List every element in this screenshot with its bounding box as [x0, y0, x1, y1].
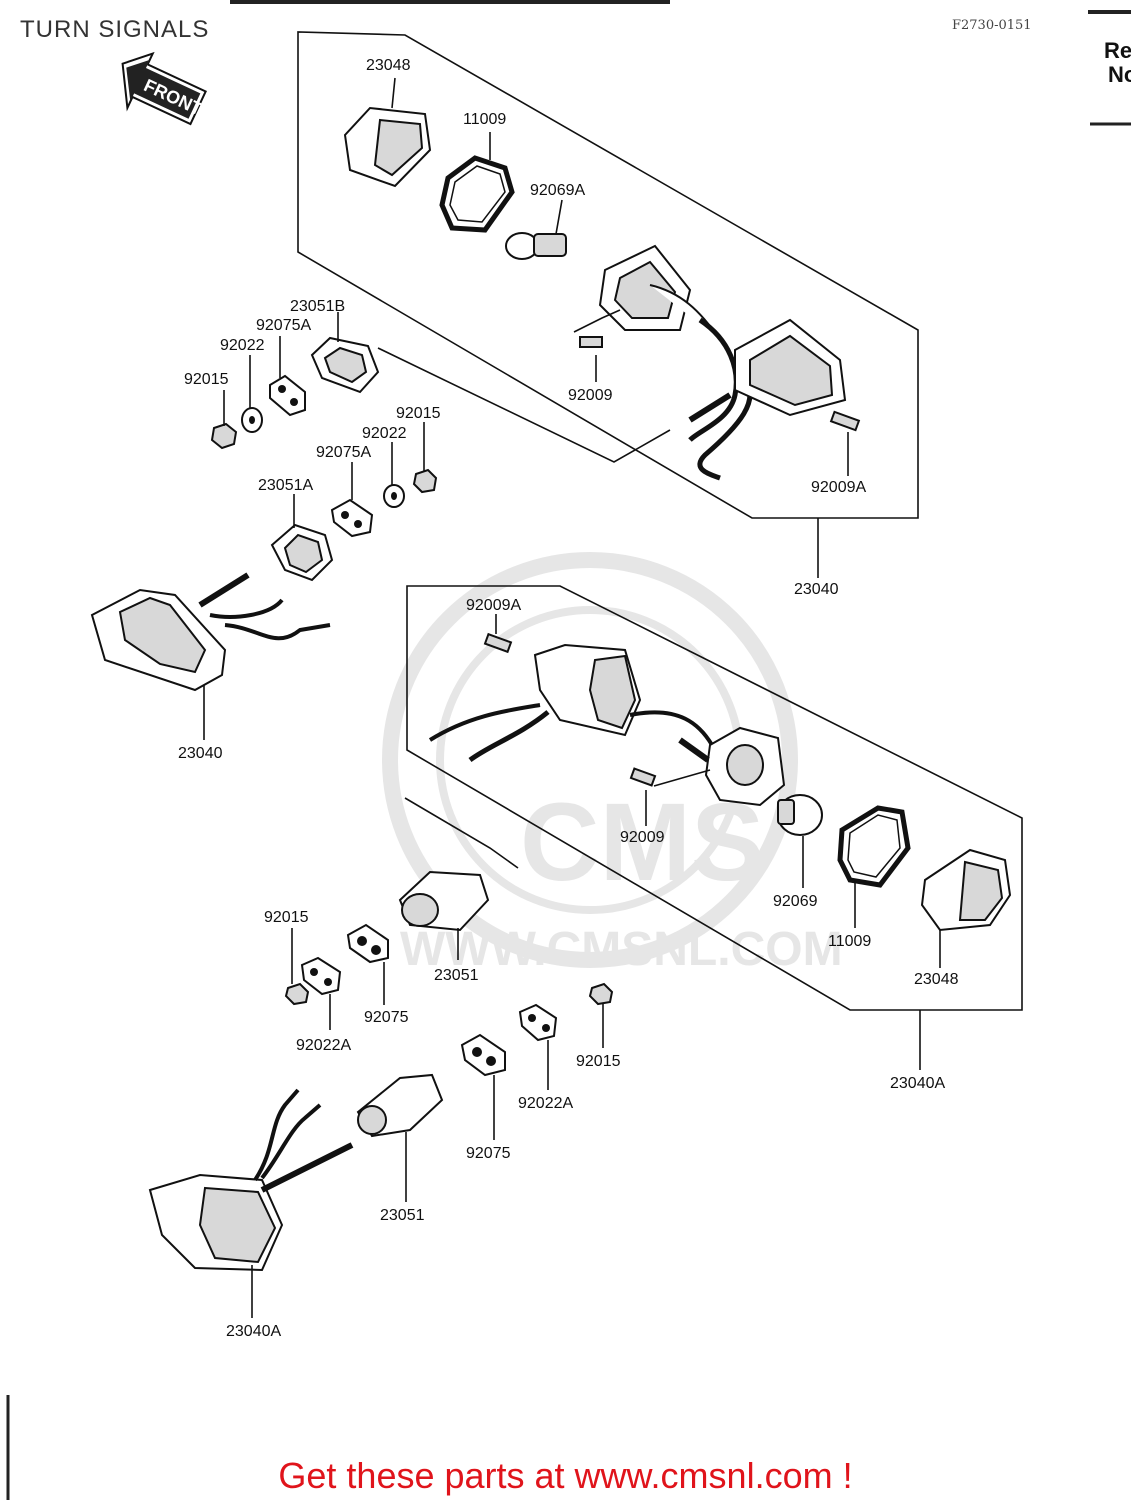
cutoff-text-1: Re: [1104, 38, 1131, 63]
leader-92009-dash-mid: [653, 769, 711, 787]
leader-23051-assembly: [404, 797, 519, 869]
grommet-23051-bot: [356, 1073, 444, 1138]
label-92009A-mid: 92009A: [466, 597, 521, 614]
label-92015-right: 92015: [576, 1053, 621, 1070]
label-11009-bot: 11009: [828, 933, 871, 950]
nut-92015-mid: [412, 468, 438, 494]
assembly-box-23040A: [406, 585, 1023, 1011]
assembly-box-23040: [297, 31, 919, 519]
label-23040A-bot: 23040A: [226, 1323, 281, 1340]
label-92009A-top: 92009A: [811, 479, 866, 496]
leader-92069A: [555, 199, 563, 235]
screw-92009-top: [579, 336, 603, 348]
gasket-11009-bot: [837, 805, 911, 888]
watermark-logo: CMS: [520, 781, 764, 904]
screw-92009-mid: [629, 767, 657, 787]
diagram-code: F2730-0151: [952, 18, 1032, 33]
label-92022-mid: 92022: [362, 425, 407, 442]
grommet-23051A: [270, 523, 334, 582]
housing-lower: [428, 643, 786, 807]
label-23048-bot: 23048: [914, 971, 959, 988]
nut-92015-top: [210, 422, 238, 450]
label-92015-left: 92015: [264, 909, 309, 926]
leader-92009-dash: [573, 309, 621, 333]
plate-92075-mid: [346, 923, 389, 964]
bulb-92069: [777, 794, 823, 836]
label-92075A-top: 92075A: [256, 317, 311, 334]
signal-23040A-bot: [148, 1088, 354, 1272]
lens-23048-top: [343, 106, 432, 188]
label-92009-mid: 92009: [620, 829, 665, 846]
gasket-11009-top: [439, 155, 515, 233]
label-92015-mid: 92015: [396, 405, 441, 422]
cutoff-text-2: No: [1108, 62, 1131, 87]
plate-92075A-mid: [330, 498, 374, 538]
label-23051-bot: 23051: [380, 1207, 425, 1224]
footer-link[interactable]: Get these parts at www.cmsnl.com !: [278, 1455, 853, 1496]
bulb-92069A: [505, 232, 567, 260]
label-23040A-box: 23040A: [890, 1075, 945, 1092]
washer-92022-mid: [383, 484, 405, 508]
label-92075A-mid: 92075A: [316, 444, 371, 461]
label-92069A: 92069A: [530, 182, 585, 199]
washer-92022-top: [241, 407, 263, 433]
label-23040-top: 23040: [794, 581, 839, 598]
label-92075-mid: 92075: [364, 1009, 409, 1026]
label-92075-bot: 92075: [466, 1145, 511, 1162]
plate-92075-bot: [460, 1033, 506, 1077]
lens-23048-bot: [920, 848, 1012, 932]
plate-92075A-top: [269, 374, 306, 417]
plate-92022A-left: [300, 956, 342, 996]
nut-92015-left: [284, 982, 310, 1006]
label-23048-top: 23048: [366, 57, 411, 74]
grommet-23051-mid: [398, 870, 490, 932]
label-23051A: 23051A: [258, 477, 313, 494]
leader-23051B-assembly: [377, 347, 671, 463]
screw-92009A-top: [829, 410, 861, 432]
front-arrow: FRONT: [121, 51, 208, 126]
watermark-url: WWW.CMSNL.COM: [400, 923, 843, 976]
label-92015-top: 92015: [184, 371, 229, 388]
watermark: CMS WWW.CMSNL.COM: [382, 552, 843, 976]
label-92022-top: 92022: [220, 337, 265, 354]
label-92069: 92069: [773, 893, 818, 910]
grommet-23051B: [310, 336, 380, 394]
label-23051-mid: 23051: [434, 967, 479, 984]
housing-upper: [598, 244, 847, 481]
nut-92015-right: [588, 982, 614, 1006]
screw-92009A-mid: [483, 632, 513, 654]
label-23051B: 23051B: [290, 298, 345, 315]
signal-23040-left: [90, 572, 331, 692]
label-23040-left: 23040: [178, 745, 223, 762]
label-11009-top: 11009: [463, 111, 506, 128]
diagram-title: TURN SIGNALS: [20, 16, 210, 43]
plate-92022A-right: [518, 1003, 558, 1042]
label-92022A-right: 92022A: [518, 1095, 573, 1112]
label-92022A-left: 92022A: [296, 1037, 351, 1054]
label-92009-top: 92009: [568, 387, 613, 404]
leader-23048-top: [391, 77, 396, 109]
